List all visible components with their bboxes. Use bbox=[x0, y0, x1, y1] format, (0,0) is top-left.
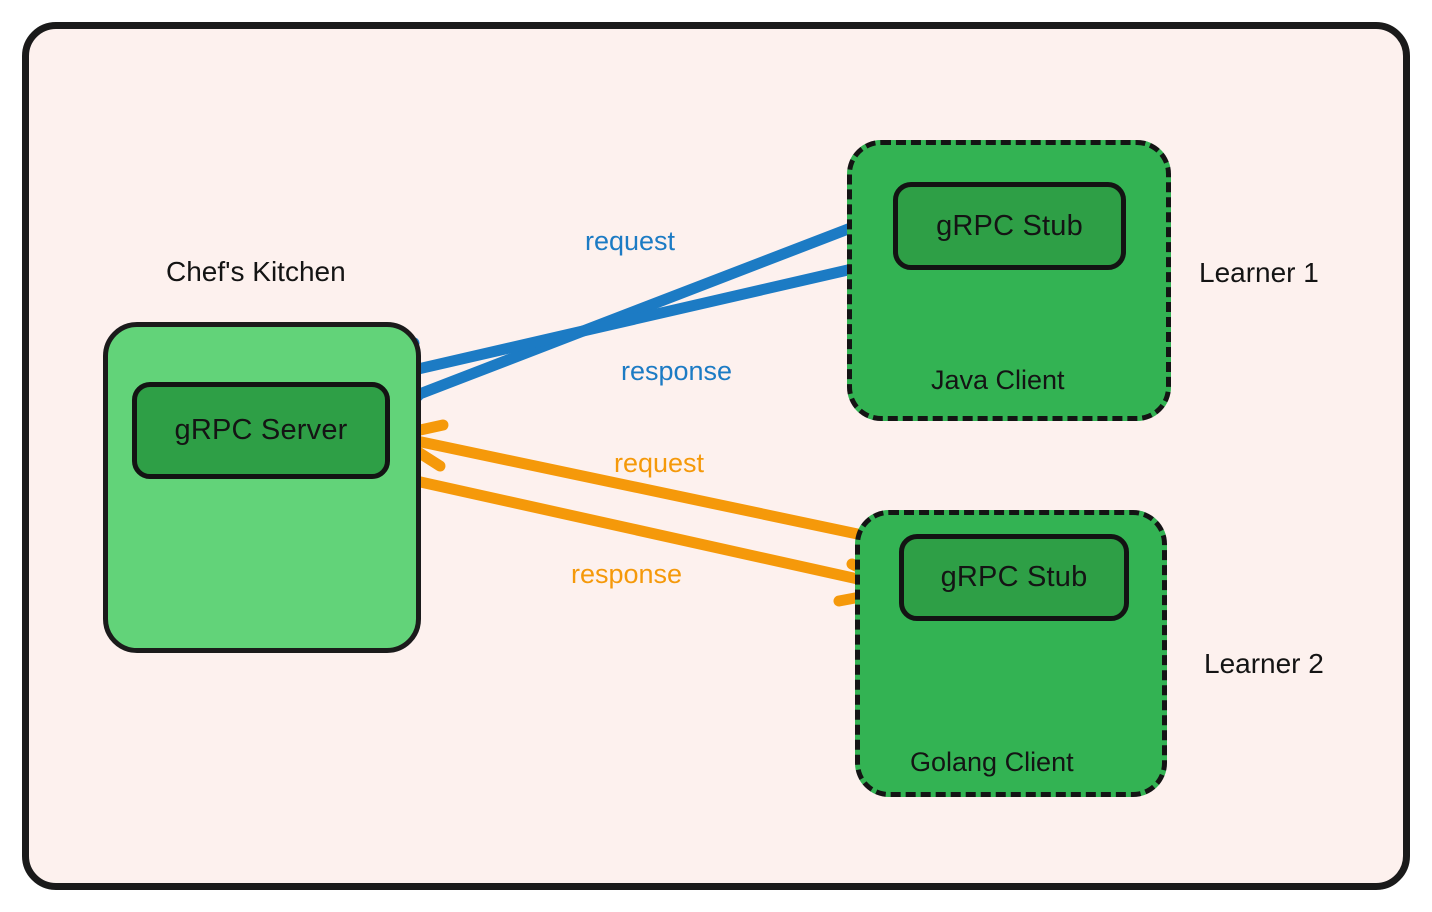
grpc-server-label: gRPC Server bbox=[174, 414, 348, 446]
learner-2-label: Learner 2 bbox=[1204, 648, 1324, 679]
grpc-stub-label-java: gRPC Stub bbox=[936, 209, 1083, 242]
grpc-stub-node-golang[interactable]: gRPC Stub bbox=[899, 534, 1129, 621]
edge-label-response-java: response bbox=[621, 356, 733, 386]
learner-1-label: Learner 1 bbox=[1199, 257, 1319, 288]
chefs-kitchen-container[interactable] bbox=[103, 322, 421, 653]
edge-request-orange bbox=[387, 419, 911, 550]
edge-label-response-golang: response bbox=[571, 559, 683, 589]
golang-client-label: Golang Client bbox=[910, 747, 1074, 777]
grpc-stub-node-java[interactable]: gRPC Stub bbox=[893, 182, 1126, 270]
edge-label-request-golang: request bbox=[614, 448, 705, 478]
grpc-stub-label-golang: gRPC Stub bbox=[940, 561, 1088, 593]
java-client-label: Java Client bbox=[931, 365, 1065, 395]
kitchen-group-title: Chef's Kitchen bbox=[166, 256, 346, 287]
grpc-server-node[interactable]: gRPC Server bbox=[132, 382, 390, 479]
edge-label-request-java: request bbox=[585, 226, 676, 256]
